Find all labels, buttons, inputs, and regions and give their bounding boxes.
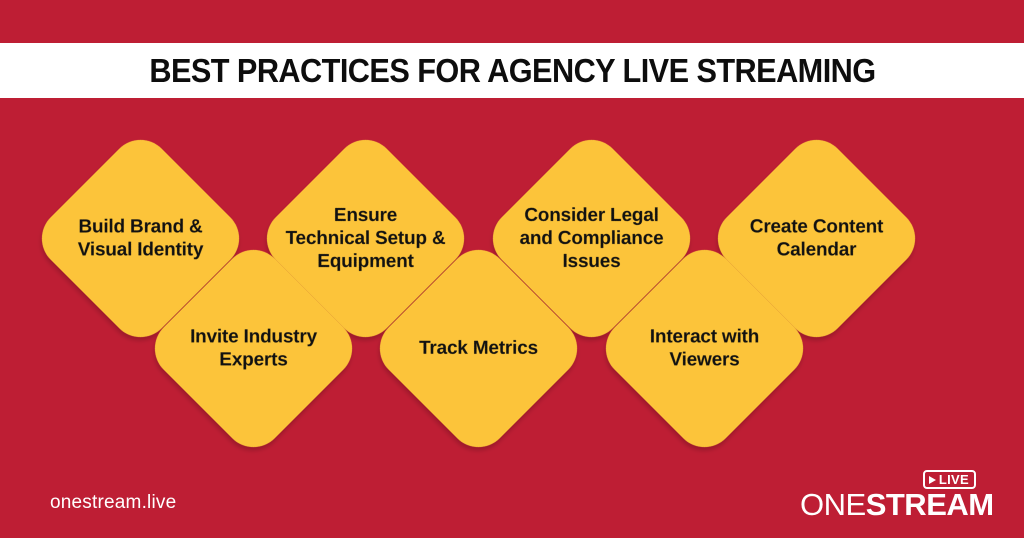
live-badge: LIVE <box>922 470 976 489</box>
logo-word-one: ONE <box>800 487 866 522</box>
logo-word-stream: STREAM <box>865 487 994 522</box>
onestream-logo[interactable]: LIVE ONESTREAM <box>800 470 994 522</box>
card-label: Create Content Calendar <box>749 215 884 260</box>
play-triangle-icon <box>928 475 936 484</box>
card-label: Ensure Technical Setup & Equipment <box>285 204 446 271</box>
card-label: Interact with Viewers <box>649 325 760 370</box>
card-label: Track Metrics <box>419 337 538 359</box>
card-label: Consider Legal and Compliance Issues <box>519 204 664 271</box>
live-badge-label: LIVE <box>938 472 969 487</box>
card-label: Build Brand & Visual Identity <box>77 215 204 260</box>
page-title: BEST PRACTICES FOR AGENCY LIVE STREAMING <box>148 52 876 89</box>
card-label: Invite Industry Experts <box>190 325 317 370</box>
site-url[interactable]: onestream.live <box>50 492 177 513</box>
title-banner: BEST PRACTICES FOR AGENCY LIVE STREAMING <box>0 43 1024 98</box>
top-red-strip <box>0 0 1024 43</box>
logo-wordmark: ONESTREAM <box>800 489 994 520</box>
